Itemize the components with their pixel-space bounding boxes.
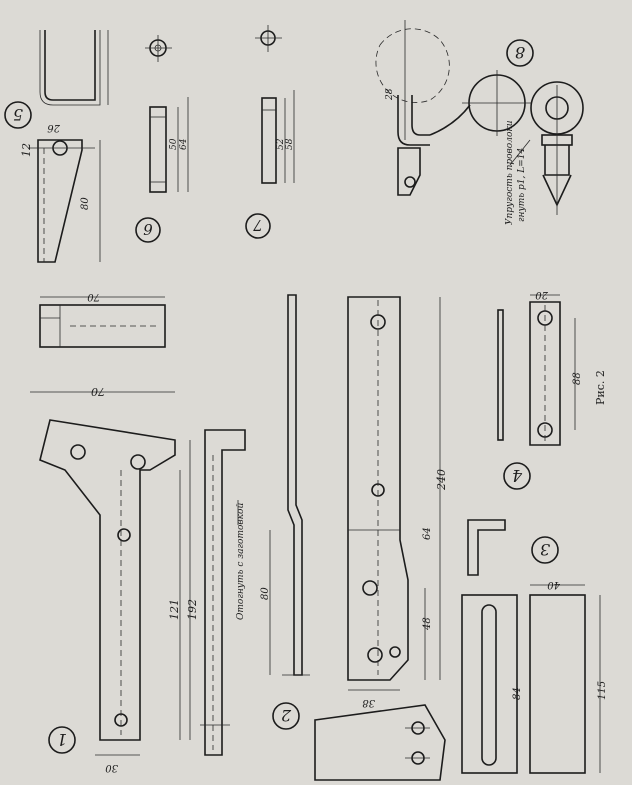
part-3-number: 3 (531, 536, 559, 564)
p5-dim-c: 80 (80, 197, 91, 210)
wire-note: Упругость проволоки (505, 120, 515, 225)
part-6-number: 6 (135, 217, 161, 243)
p7-dim-b: 58 (285, 138, 295, 150)
p3-dim-a: 115 (597, 681, 608, 700)
bent-strip-drawing: Отогнуть с заготовкой (200, 429, 246, 756)
p3-dim-b: 40 (547, 579, 561, 590)
strip-dim-a: 80 (260, 587, 271, 600)
part-7-label: 7 (253, 216, 263, 234)
p2-dim-b: 64 (422, 527, 433, 540)
part-1-number: 1 (48, 726, 76, 754)
p8-dim-a: 28 (385, 88, 395, 101)
p1-dim-c: 121 (168, 599, 181, 620)
bend-note: Отогнуть с заготовкой (236, 503, 246, 620)
part-4-drawing: 88 20 (497, 289, 583, 446)
part-2-detail (314, 704, 446, 781)
part-7-number: 7 (245, 213, 271, 239)
p1-dim-b: 192 (186, 599, 199, 620)
p2-dim-c: 48 (422, 617, 433, 631)
part-7-drawing: 52 58 (255, 25, 295, 184)
part-5-drawing: 12 26 80 (20, 30, 109, 263)
part-8-number: 8 (506, 39, 534, 67)
p7-dim-a: 52 (276, 138, 286, 150)
part-1-drawing: 70 192 121 30 (30, 385, 199, 773)
p4-dim-b: 20 (535, 289, 549, 300)
bracket-dim-a: 70 (87, 291, 100, 302)
p5-dim-b: 26 (47, 122, 61, 133)
p6-dim-b: 64 (179, 138, 189, 150)
wire-note-2: гнуть р1, L=14 (517, 148, 527, 222)
p4-dim-a: 88 (572, 372, 583, 385)
p3-dim-c: 84 (512, 687, 523, 700)
p1-dim-a: 70 (91, 385, 105, 398)
part-6-drawing: 50 64 (145, 35, 189, 193)
part-2-drawing: 240 64 48 38 (347, 296, 448, 708)
part-2-label: 2 (281, 706, 292, 725)
part-6-label: 6 (143, 220, 153, 238)
part-8-drawing: Упругость проволоки гнуть р1, L=14 28 (375, 20, 584, 225)
bracket-drawing: 70 (39, 291, 166, 348)
part-8-label: 8 (515, 43, 525, 62)
part-2-number: 2 (272, 702, 300, 730)
part-4-label: 4 (512, 466, 523, 485)
p2-dim-d: 38 (362, 697, 375, 708)
p1-dim-d: 30 (105, 762, 118, 773)
figure-caption: Рис. 2 (594, 370, 607, 405)
part-1-label: 1 (57, 730, 67, 749)
p6-dim-a: 50 (169, 138, 179, 150)
p5-dim-a: 12 (20, 143, 33, 157)
part-4-number: 4 (503, 462, 531, 490)
part-5-number: 5 (4, 101, 32, 129)
long-strip-drawing: 80 (260, 294, 310, 676)
p2-dim-a: 240 (435, 469, 448, 491)
part-3-drawing: 115 40 84 (461, 519, 608, 774)
part-3-label: 3 (540, 540, 550, 559)
part-5-label: 5 (13, 105, 23, 124)
